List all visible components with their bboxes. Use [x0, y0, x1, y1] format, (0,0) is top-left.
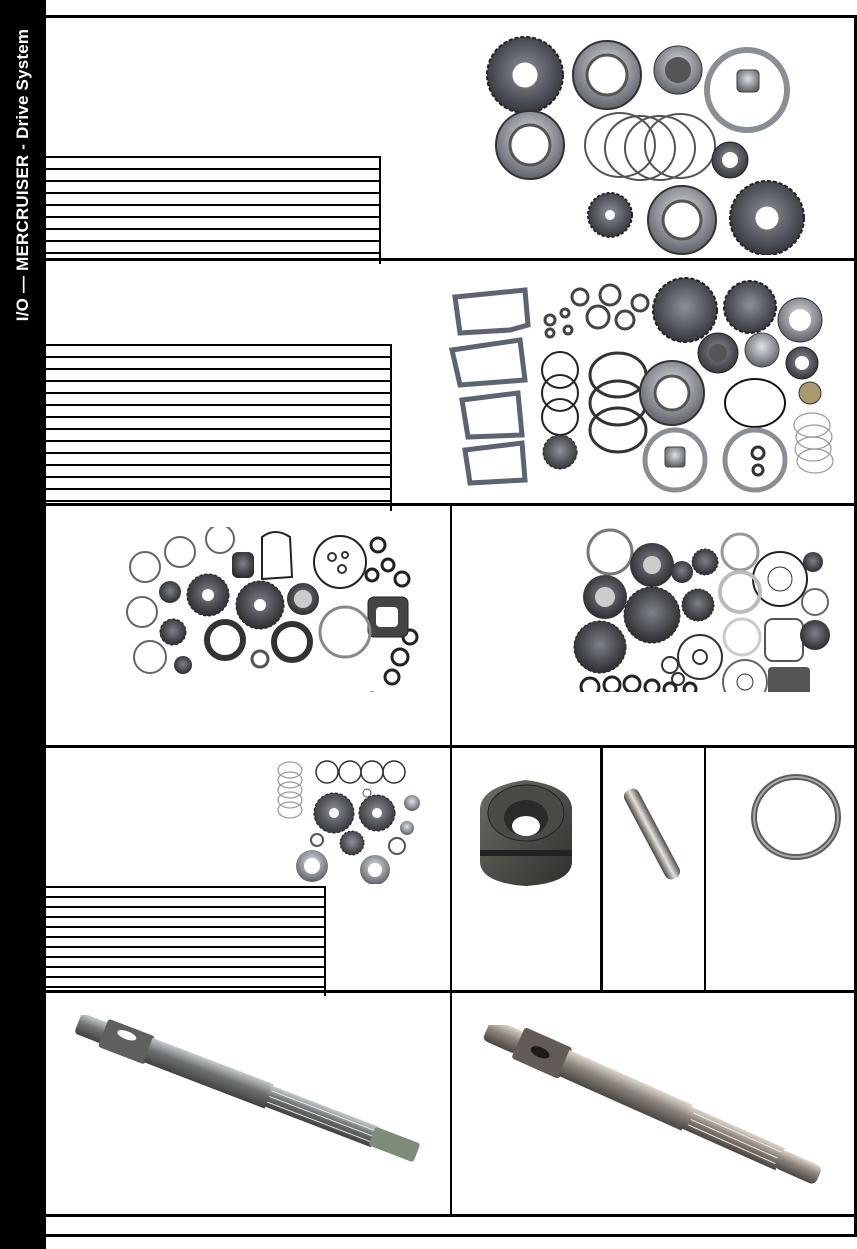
table-row — [46, 976, 324, 986]
clutch-dog-photo — [472, 768, 580, 888]
table-row — [46, 380, 390, 392]
propeller-shaft-photo-left — [70, 1015, 440, 1170]
table-row — [46, 180, 379, 192]
gear-shim-kit-photo — [272, 758, 422, 884]
sidebar: I/O — MERCRUISER - Drive System — [0, 0, 46, 1249]
gear-and-seal-kit-photo-right — [570, 527, 835, 692]
table-row — [46, 356, 390, 368]
right-rule — [854, 15, 857, 1237]
table-row — [46, 192, 379, 204]
table-row — [46, 906, 324, 916]
table-row — [46, 464, 390, 476]
top-rule — [46, 15, 857, 18]
table-row — [46, 926, 324, 936]
ring-photo — [748, 770, 844, 865]
table-row — [46, 936, 324, 946]
section-4-split-1 — [450, 747, 452, 992]
propeller-shaft-photo-right — [478, 1025, 838, 1190]
section-3-split — [450, 505, 452, 747]
pin-photo — [615, 782, 690, 887]
table-row — [46, 168, 379, 180]
table-row — [46, 896, 324, 906]
table-row — [46, 392, 390, 404]
table-row — [46, 440, 390, 452]
table-row — [46, 252, 379, 264]
table-row — [46, 204, 379, 216]
section-4-split-2 — [600, 747, 603, 992]
divider-2 — [46, 503, 857, 506]
lower-unit-overhaul-kit-photo — [440, 275, 835, 495]
table-row — [46, 240, 379, 252]
table-row — [46, 986, 324, 996]
table-row — [46, 428, 390, 440]
table-row — [46, 946, 324, 956]
bottom-rule — [46, 1234, 857, 1237]
section-2-table — [46, 344, 392, 511]
gear-and-bearing-kit-photo — [485, 30, 815, 255]
section-4-split-3 — [704, 747, 706, 992]
table-row — [46, 404, 390, 416]
table-row — [46, 216, 379, 228]
table-row — [46, 500, 390, 511]
table-row — [46, 368, 390, 380]
gear-and-seal-kit-photo-left — [120, 527, 420, 692]
section-title: I/O — MERCRUISER - Drive System — [13, 28, 32, 322]
table-row — [46, 228, 379, 240]
table-row — [46, 452, 390, 464]
table-row — [46, 956, 324, 966]
section-1-table — [46, 156, 381, 264]
table-row — [46, 966, 324, 976]
table-row — [46, 488, 390, 500]
section-4-table — [46, 886, 326, 996]
table-row — [46, 416, 390, 428]
table-row — [46, 156, 379, 168]
table-row — [46, 916, 324, 926]
table-row — [46, 344, 390, 356]
divider-1 — [46, 258, 857, 261]
table-row — [46, 886, 324, 896]
table-row — [46, 476, 390, 488]
section-5-split — [450, 992, 452, 1216]
